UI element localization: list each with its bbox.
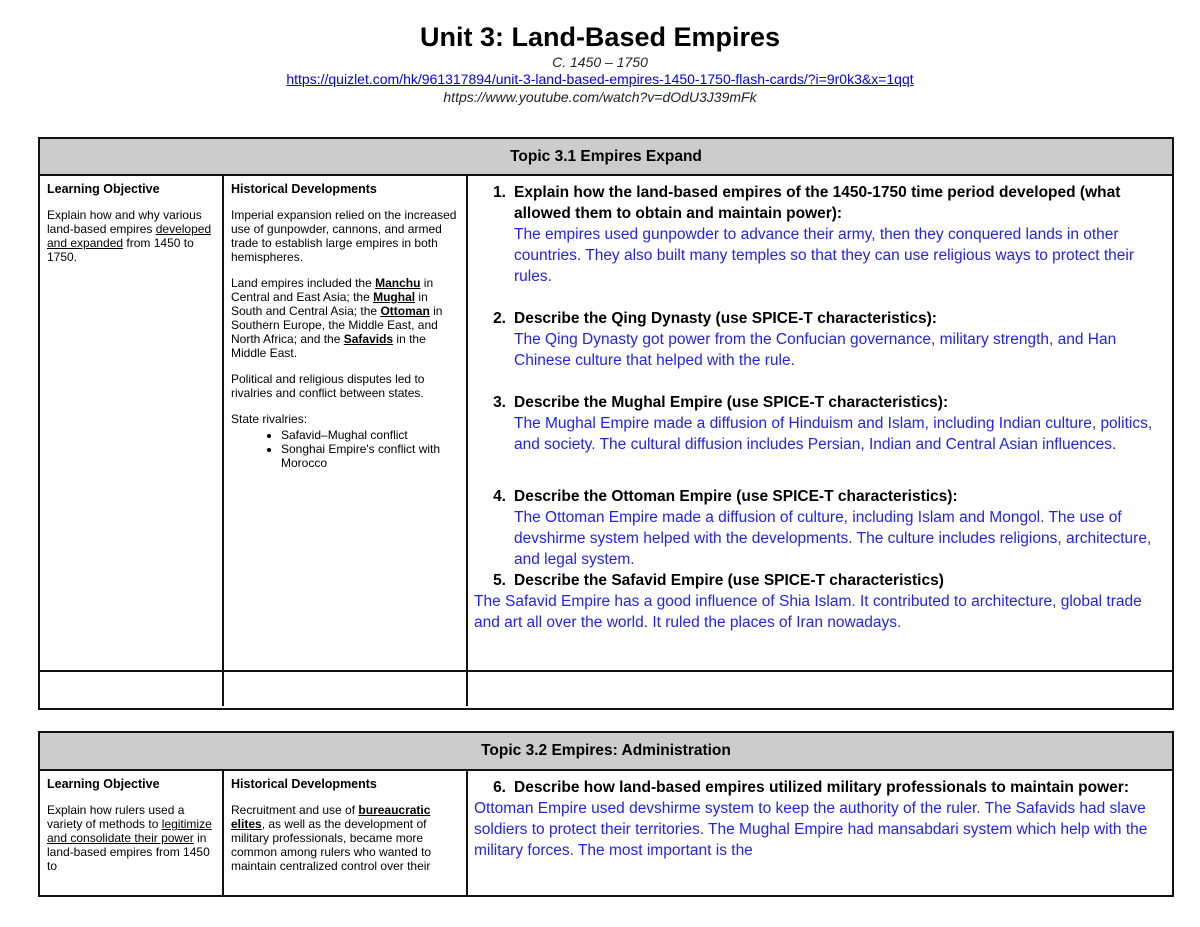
topic-3-2-content-row: Learning Objective Explain how rulers us… <box>40 771 1172 895</box>
question-text: Describe the Safavid Empire (use SPICE-T… <box>514 572 944 589</box>
answer-text[interactable]: Ottoman Empire used devshirme system to … <box>474 800 1148 859</box>
question-text: Describe the Mughal Empire (use SPICE-T … <box>514 394 949 411</box>
hd-paragraph-1: Imperial expansion relied on the increas… <box>231 208 457 264</box>
question-4: 4. Describe the Ottoman Empire (use SPIC… <box>476 486 1164 570</box>
question-5: 5. Describe the Safavid Empire (use SPIC… <box>476 570 1164 591</box>
question-1: 1. Explain how the land-based empires of… <box>476 182 1164 287</box>
topic-3-1-empty-row <box>40 672 1172 706</box>
topic-3-2-heading: Topic 3.2 Empires: Administration <box>40 733 1172 771</box>
empty-cell[interactable] <box>40 672 224 706</box>
question-2: 2. Describe the Qing Dynasty (use SPICE-… <box>476 308 1164 371</box>
learning-objective-cell: Learning Objective Explain how and why v… <box>40 176 224 670</box>
quizlet-link[interactable]: https://quizlet.com/hk/961317894/unit-3-… <box>286 71 914 87</box>
learning-objective-cell: Learning Objective Explain how rulers us… <box>40 771 224 895</box>
question-text: Describe how land-based empires utilized… <box>514 779 1129 796</box>
historical-developments-cell: Historical Developments Recruitment and … <box>224 771 468 895</box>
learning-objective-text: Explain how rulers used a variety of met… <box>47 803 212 873</box>
list-item: Songhai Empire's conflict with Morocco <box>281 442 459 470</box>
question-6: 6. Describe how land-based empires utili… <box>476 777 1164 798</box>
learning-objective-text: Explain how and why various land-based e… <box>47 208 212 264</box>
historical-developments-label: Historical Developments <box>231 777 377 791</box>
answer-text[interactable]: The Ottoman Empire made a diffusion of c… <box>514 509 1152 568</box>
question-text: Describe the Qing Dynasty (use SPICE-T c… <box>514 310 937 327</box>
hd-paragraph-1: Recruitment and use of bureaucratic elit… <box>231 803 432 873</box>
hd-paragraph-3: Political and religious disputes led to … <box>231 372 425 400</box>
date-range-subtitle: C. 1450 – 1750 <box>552 54 648 70</box>
questions-cell: 6. Describe how land-based empires utili… <box>468 771 1172 895</box>
empty-cell[interactable] <box>468 672 1172 706</box>
question-3: 3. Describe the Mughal Empire (use SPICE… <box>476 392 1164 455</box>
state-rivalries-list: Safavid–Mughal conflict Songhai Empire's… <box>231 428 459 470</box>
topic-3-1-table: Topic 3.1 Empires Expand Learning Object… <box>38 137 1174 710</box>
answer-text[interactable]: The empires used gunpowder to advance th… <box>514 226 1135 285</box>
topic-3-2-table: Topic 3.2 Empires: Administration Learni… <box>38 731 1174 897</box>
list-item: Safavid–Mughal conflict <box>281 428 459 442</box>
answer-text[interactable]: The Safavid Empire has a good influence … <box>474 593 1142 631</box>
hd-paragraph-2: Land empires included the Manchu in Cent… <box>231 276 443 360</box>
learning-objective-label: Learning Objective <box>47 182 160 196</box>
answer-text[interactable]: The Qing Dynasty got power from the Conf… <box>514 331 1117 369</box>
learning-objective-label: Learning Objective <box>47 777 160 791</box>
empty-cell[interactable] <box>224 672 468 706</box>
historical-developments-label: Historical Developments <box>231 182 377 196</box>
questions-cell: 1. Explain how the land-based empires of… <box>468 176 1172 670</box>
topic-3-1-heading: Topic 3.1 Empires Expand <box>40 139 1172 176</box>
question-text: Explain how the land-based empires of th… <box>514 184 1121 222</box>
answer-text[interactable]: The Mughal Empire made a diffusion of Hi… <box>514 415 1153 453</box>
youtube-link[interactable]: https://www.youtube.com/watch?v=dOdU3J39… <box>443 89 757 105</box>
topic-3-1-content-row: Learning Objective Explain how and why v… <box>40 176 1172 672</box>
page-title: Unit 3: Land-Based Empires <box>419 22 781 52</box>
hd-paragraph-4: State rivalries: <box>231 412 308 426</box>
historical-developments-cell: Historical Developments Imperial expansi… <box>224 176 468 670</box>
quizlet-link-line: https://quizlet.com/hk/961317894/unit-3-… <box>0 70 1200 88</box>
question-text: Describe the Ottoman Empire (use SPICE-T… <box>514 488 958 505</box>
